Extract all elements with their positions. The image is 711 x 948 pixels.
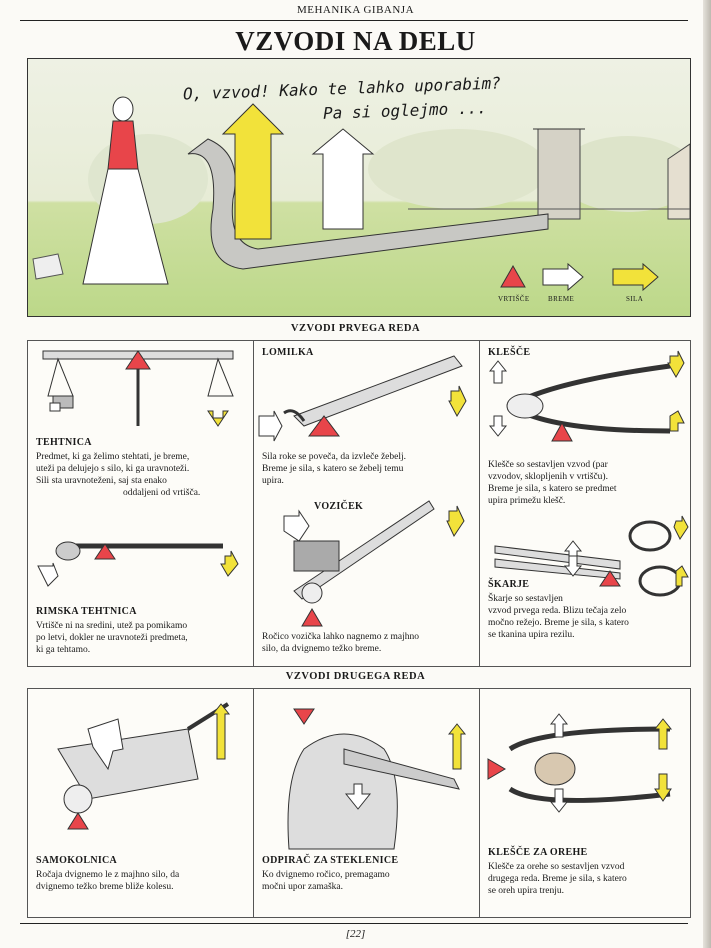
running-title: MEHANIKA GIBANJA [296,4,415,16]
panel-scales: TEHTNICA Predmet, ki ga želimo stehtati,… [27,340,255,667]
hero-drawing [32,96,690,292]
page-number: [22] [345,928,366,940]
hero-illustration: O, vzvod! Kako te lahko uporabim? Pa si … [27,58,691,317]
panel-bottle-opener-text-1: Ko dvignemo ročico, premagamo [262,870,390,880]
panel-crowbar-heading: LOMILKA [262,347,314,358]
panel-nutcracker-heading: KLEŠČE ZA OREHE [488,847,588,858]
panel-wheelbarrow-text-2: dvignemo težko breme bliže kolesu. [36,882,174,892]
panel-handtruck-heading: VOZIČEK [314,501,364,512]
panel-wheelbarrow-heading: SAMOKOLNICA [36,855,118,866]
page-edge [703,0,711,948]
legend-fulcrum: VRTIŠČE [498,295,530,303]
bottom-divider [20,923,688,924]
legend-force: SILA [626,295,644,303]
panel-pliers-text-2: vzvodov, sklopljenih v vrtišču). [488,472,608,482]
panel-bottle-opener: ODPIRAČ ZA STEKLENICE Ko dvignemo ročico… [253,688,481,918]
panel-handtruck-text-2: silo, da dvignemo težko breme. [262,644,382,654]
panel-nutcracker-text-1: Klešče za orehe so sestavljen vzvod [488,862,625,872]
section-second-class: VZVODI DRUGEGA REDA [285,671,426,682]
panel-scales-text-1: Predmet, ki ga želimo stehtati, je breme… [36,452,190,462]
nutcracker-drawing [487,713,673,813]
panel-pliers-text-4: upira primežu klešč. [488,496,566,506]
panel-scales-text-3: Sili sta uravnoteženi, saj sta enako [36,476,167,486]
panel-bottle-opener-text-2: močni upor zamaška. [262,882,343,892]
section-first-class: VZVODI PRVEGA REDA [290,323,421,334]
panel-crowbar-text-2: Breme je sila, s katero se žebelj temu [262,464,404,474]
panel-pliers-heading: KLEŠČE [488,347,531,358]
scales-drawing [37,350,239,587]
panel-bottle-opener-heading: ODPIRAČ ZA STEKLENICE [262,855,399,866]
panel-crowbar-text-1: Sila roke se poveča, da izvleče žebelj. [262,452,407,462]
panel-scissors-text-3: močno režejo. Breme je sila, s katero [488,618,629,628]
panel-nutcracker-text-3: se oreh upira trenju. [488,886,564,896]
panel-wheelbarrow-text-1: Ročaja dvignemo le z majhno silo, da [36,870,180,880]
panel-scissors-heading: ŠKARJE [488,579,530,590]
panel-handtruck-text-1: Ročico vozička lahko nagnemo z majhno [262,632,419,642]
panel-crowbar-text-3: upira. [262,476,284,486]
panel-scissors-text-2: vzvod prvega reda. Blizu tečaja zelo [488,606,627,616]
page-title: VZVODI NA DELU [235,26,476,56]
panel-pliers: KLEŠČE Klešče so sestavljen vzvod (par v… [479,340,691,667]
panel-scissors-text-4: se tkanina upira rezilu. [488,630,575,640]
divider [20,20,688,21]
panel-nutcracker-text-2: drugega reda. Breme je sila, s katero [488,874,627,884]
panel-crowbar: LOMILKA Sila roke se poveča, da izvleče … [253,340,481,667]
panel-pliers-text-3: Breme je sila, s katero se predmet [488,484,617,494]
panel-scales-text-4: oddaljeni od vrtišča. [123,488,201,498]
panel-scales-heading: TEHTNICA [36,437,92,448]
legend-load: BREME [548,295,575,303]
panel-nutcracker: KLEŠČE ZA OREHE Klešče za orehe so sesta… [479,688,691,918]
wheelbarrow-drawing [57,702,231,830]
panel-pliers-text-1: Klešče so sestavljen vzvod (par [488,460,608,470]
panel-scissors-text-1: Škarje so sestavljen [488,594,563,604]
panel-wheelbarrow: SAMOKOLNICA Ročaja dvignemo le z majhno … [27,688,255,918]
bottle-opener-drawing [287,708,467,850]
panel-scales-text-2: uteži pa delujejo s silo, ki ga uravnote… [36,464,190,474]
pliers-drawing [488,350,689,597]
panel-steelyard-text-2: po letvi, dokler ne uravnoteži predmeta, [36,633,188,643]
panel-steelyard-text-3: ki ga tehtamo. [36,645,91,655]
panel-steelyard-text-1: Vrtišče ni na sredini, utež pa pomikamo [36,621,188,631]
crowbar-drawing [258,355,467,627]
panel-steelyard-heading: RIMSKA TEHTNICA [36,606,137,617]
